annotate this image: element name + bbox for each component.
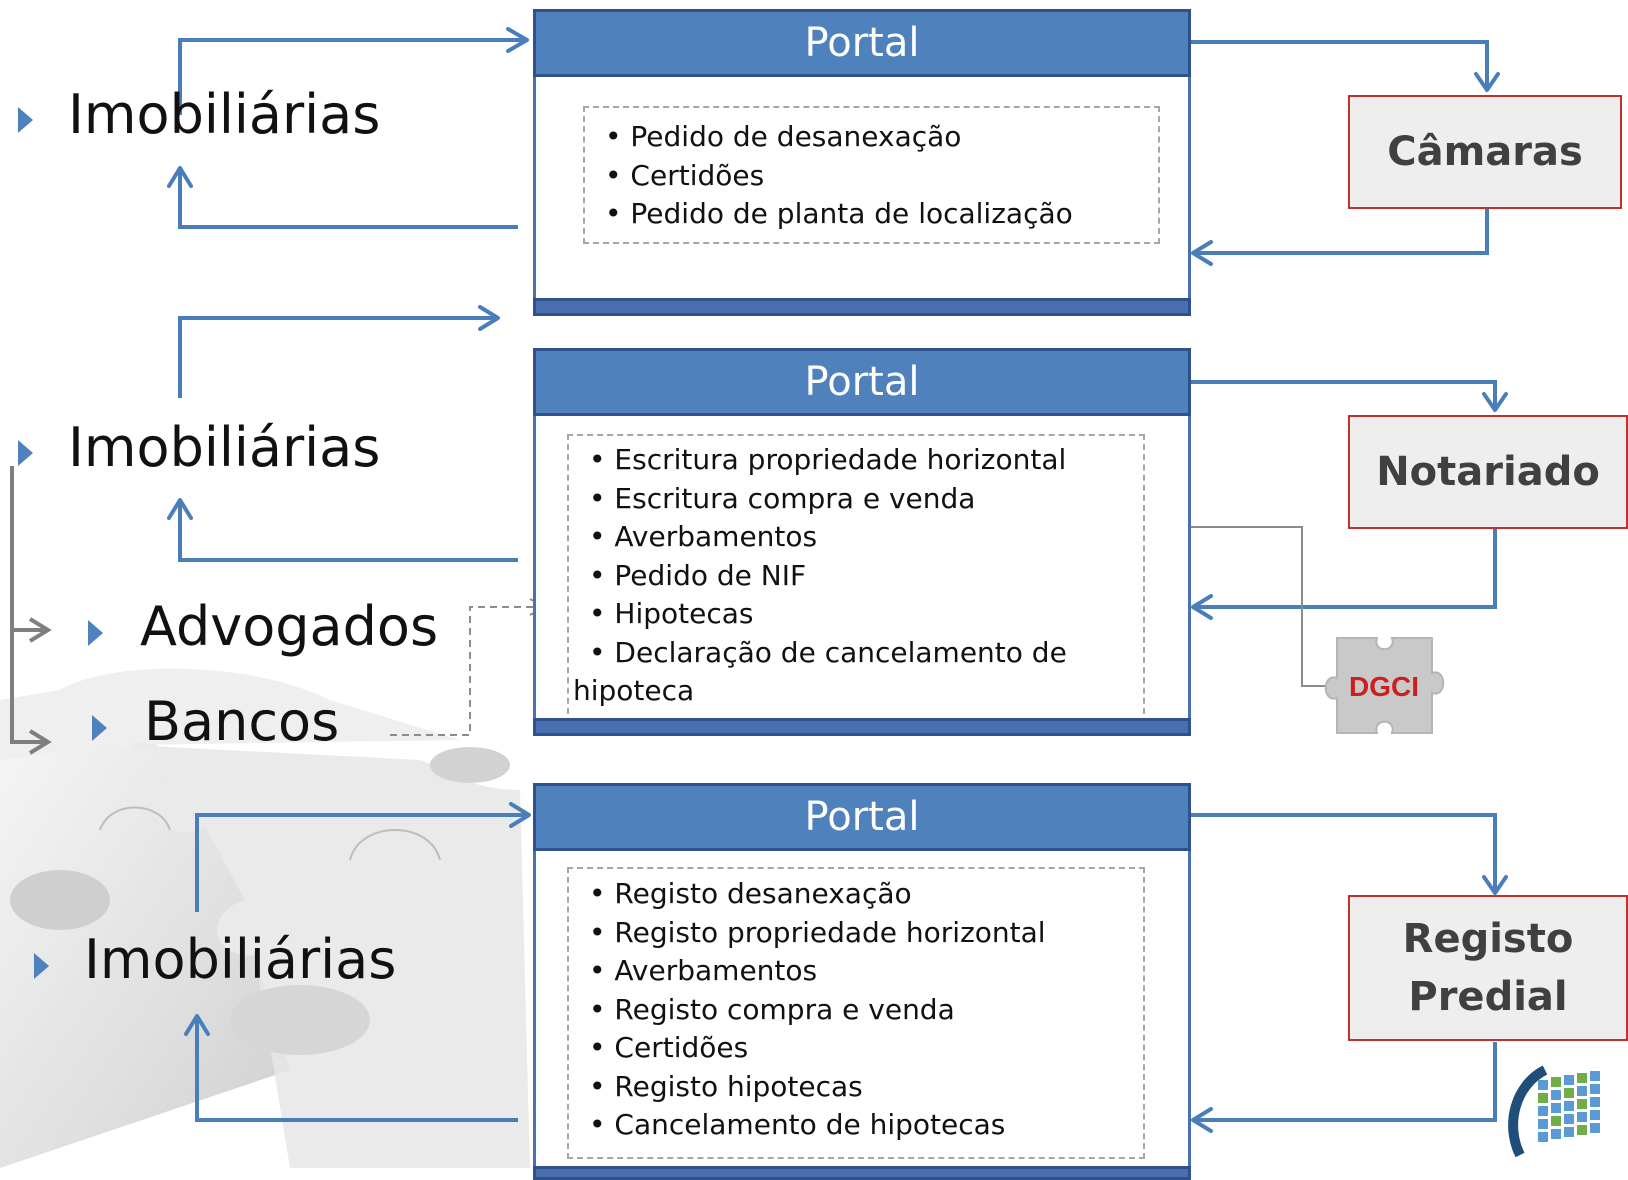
- actor-imobiliarias-2: Imobiliárias: [68, 416, 381, 479]
- service-list-2: • Escritura propriedade horizontal • Esc…: [567, 434, 1145, 724]
- portal-box-3: Portal • Registo desanexação • Registo p…: [533, 783, 1191, 1180]
- list-item: • Averbamentos: [589, 954, 818, 987]
- portal-title-2: Portal: [533, 348, 1191, 416]
- list-item: • Escritura compra e venda: [589, 481, 976, 515]
- puzzle-piece-top: [0, 668, 460, 760]
- flow-arrow-imob3-to-portal3: [195, 813, 528, 912]
- puzzle-piece-left: [0, 742, 290, 1168]
- flow-arrow-portal2-to-notariado: [1191, 380, 1497, 408]
- list-item: • Pedido de planta de localização: [605, 197, 1073, 230]
- entity-registo-line1: Registo: [1402, 916, 1574, 962]
- list-item: • Registo desanexação: [589, 877, 912, 910]
- portal-title-3: Portal: [533, 783, 1191, 851]
- portal-footer-bar-3: [533, 1166, 1191, 1180]
- list-item: • Declaração de cancelamento de: [589, 635, 1067, 669]
- dgci-puzzle-icon: DGCI: [1324, 637, 1445, 734]
- dgci-label: DGCI: [1349, 671, 1419, 702]
- list-item: • Pedido de desanexação: [605, 120, 962, 153]
- list-item: • Registo propriedade horizontal: [589, 915, 1046, 949]
- flow-arrow-imob2-to-portal2: [178, 316, 497, 398]
- bullet-arrow-icon: [34, 953, 49, 979]
- service-list-3: • Registo desanexação • Registo propried…: [567, 867, 1145, 1159]
- flow-arrow-imob1-to-portal1: [178, 38, 525, 115]
- list-item: • Hipotecas: [589, 597, 754, 630]
- list-item-continuation: hipoteca: [573, 674, 695, 707]
- entity-registo-predial: Registo Predial: [1348, 895, 1628, 1041]
- flow-arrow-portal3-to-imob3: [195, 1016, 518, 1122]
- flow-arrow-portal1-to-camaras: [1191, 40, 1489, 88]
- service-list-1: • Pedido de desanexação • Certidões • Pe…: [583, 106, 1160, 244]
- list-item: • Certidões: [589, 1031, 749, 1064]
- entity-camaras: Câmaras: [1348, 95, 1622, 209]
- actor-advogados: Advogados: [140, 595, 439, 658]
- flow-arrow-notariado-to-portal2: [1195, 528, 1497, 609]
- entity-notariado: Notariado: [1348, 415, 1628, 529]
- portal-box-1: Portal • Pedido de desanexação • Certidõ…: [533, 9, 1191, 316]
- registo-grid-logo-icon: [1508, 1065, 1600, 1158]
- list-item: • Cancelamento de hipotecas: [589, 1108, 1006, 1141]
- portal-footer-bar-2: [533, 718, 1191, 736]
- grey-connector-advogados-bancos: [10, 466, 46, 744]
- flow-arrow-portal2-to-imob2: [178, 500, 518, 562]
- bullet-arrow-icon: [18, 107, 33, 133]
- flow-arrow-portal3-to-registo: [1191, 813, 1497, 891]
- flow-arrow-portal1-to-imob1: [178, 168, 518, 229]
- actor-imobiliarias-3: Imobiliárias: [84, 928, 397, 991]
- portal-footer-bar-1: [533, 298, 1191, 316]
- portal-title-1: Portal: [533, 9, 1191, 77]
- list-item: • Pedido de NIF: [589, 558, 807, 592]
- portal-box-2: Portal • Escritura propriedade horizonta…: [533, 348, 1191, 736]
- flow-arrow-registo-to-portal3: [1195, 1042, 1497, 1122]
- actor-imobiliarias-1: Imobiliárias: [68, 83, 381, 146]
- entity-registo-line2: Predial: [1408, 974, 1568, 1020]
- actor-bancos: Bancos: [144, 690, 340, 753]
- list-item: • Registo hipotecas: [589, 1069, 863, 1103]
- bullet-arrow-icon: [18, 440, 33, 466]
- flow-arrow-camaras-to-portal1: [1195, 208, 1489, 255]
- list-item: • Registo compra e venda: [589, 992, 955, 1026]
- puzzle-piece-right: [130, 742, 530, 1168]
- dashed-connector-bancos: [390, 606, 545, 736]
- bullet-arrow-icon: [88, 620, 103, 646]
- list-item: • Escritura propriedade horizontal: [589, 443, 1067, 476]
- list-item: • Averbamentos: [589, 520, 818, 553]
- bullet-arrow-icon: [92, 715, 107, 741]
- list-item: • Certidões: [605, 158, 765, 192]
